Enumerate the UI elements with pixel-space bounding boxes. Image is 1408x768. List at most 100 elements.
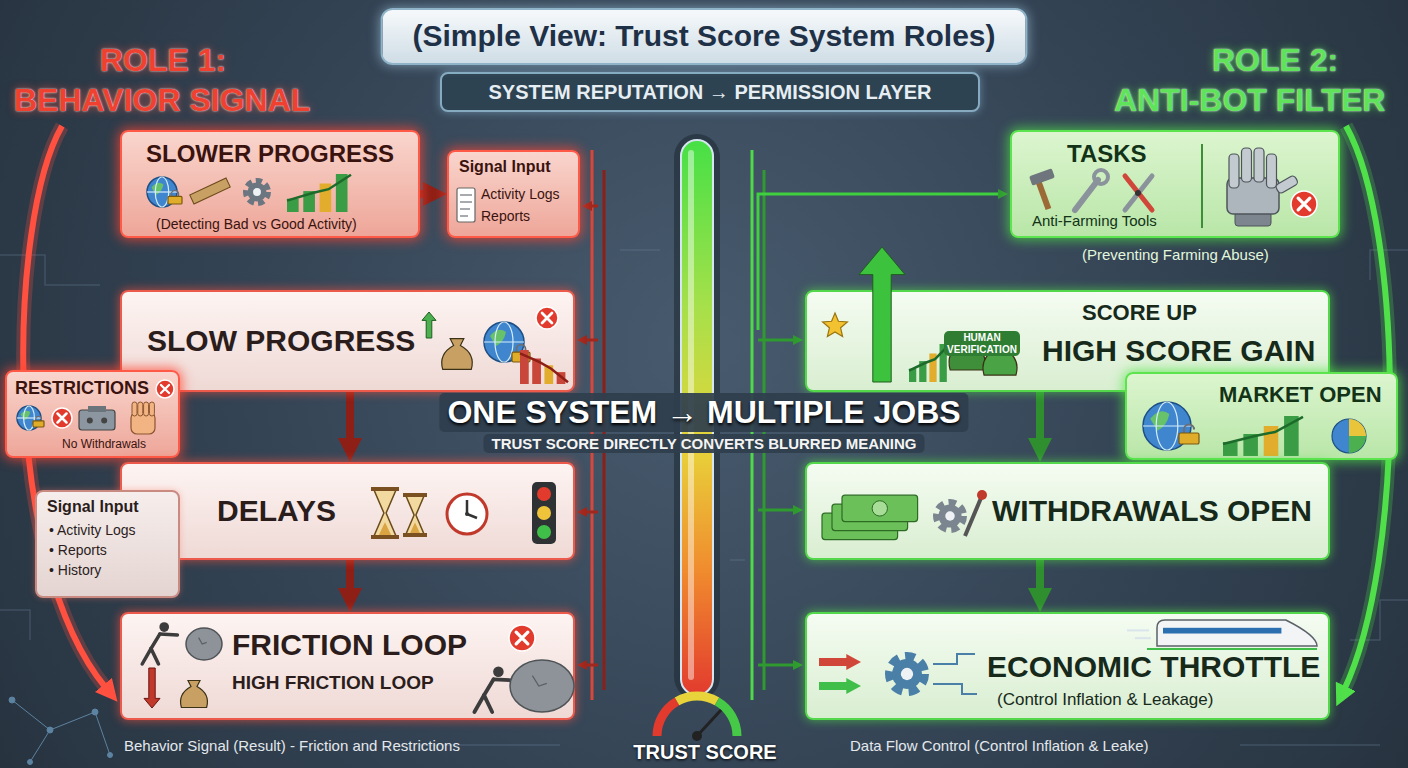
center-subtitle: TRUST SCORE DIRECTLY CONVERTS BLURRED ME… (483, 434, 924, 453)
role-box: SLOWER PROGRESS(Detecting Bad vs Good Ac… (120, 130, 420, 238)
flow-arrow (346, 392, 354, 448)
decor-path (542, 313, 552, 323)
title-box: (Simple View: Trust Score System Roles) (381, 8, 1028, 65)
decor-rect (1179, 433, 1199, 444)
role-box: TASKSAnti-Farming Tools(Preventing Farmi… (1010, 130, 1340, 238)
decor-line (160, 632, 178, 636)
box-note: (Control Inflation & Leakage) (997, 690, 1213, 710)
decor-path (442, 339, 473, 370)
decor-circle (901, 668, 913, 680)
decor-polygon (144, 668, 160, 708)
box-note: No Withdrawals (62, 438, 146, 452)
decor-line (12, 700, 50, 730)
decor-line (484, 695, 492, 712)
decor-ellipse (186, 628, 222, 660)
role-title: BEHAVIOR SIGNAL (14, 82, 310, 119)
decor-polyline (909, 345, 949, 371)
decor-rect (1275, 175, 1299, 195)
decor-circle (108, 753, 113, 758)
decor-path (587, 339, 598, 342)
decor-rect (168, 196, 182, 204)
decor-circle (692, 731, 702, 741)
decor-circle (889, 656, 925, 692)
decor-rect (79, 410, 115, 430)
decor-path (460, 195, 472, 216)
decor-line (151, 634, 160, 649)
role-title: ANTI-BOT FILTER (1114, 82, 1385, 119)
effect-box: FRICTION LOOP HIGH FRICTION LOOP (120, 612, 575, 720)
decor-path (1150, 411, 1169, 431)
decor-polygon (422, 312, 436, 338)
list-item: • History (49, 562, 101, 578)
decor-circle (465, 512, 469, 516)
decor-rect (457, 188, 475, 222)
decor-circle (159, 622, 169, 632)
decor-line (151, 649, 158, 664)
decor-polyline (520, 353, 568, 382)
decor-path (406, 496, 424, 534)
role-title: ROLE 1: (100, 42, 226, 79)
box-heading: SLOWER PROGRESS (146, 140, 394, 168)
center-banner: ONE SYSTEM → MULTIPLE JOBS (439, 393, 968, 432)
decor-line (1147, 648, 1317, 650)
decor-path (199, 638, 207, 644)
decor-circle (509, 625, 535, 651)
decor-line (1201, 144, 1203, 228)
decor-path (1349, 419, 1366, 436)
trust-gauge (657, 696, 737, 741)
decor-line (1125, 176, 1152, 210)
box-heading: HIGH SCORE GAIN (1042, 334, 1315, 369)
decor-polygon (859, 247, 905, 382)
header-text: SYSTEM REPUTATION → PERMISSION LAYER (488, 81, 931, 104)
box-heading: MARKET OPEN (1219, 382, 1382, 407)
list-item: Reports (481, 208, 530, 224)
decor-line (484, 341, 524, 342)
decor-circle (537, 525, 551, 539)
decor-circle (537, 506, 551, 520)
icon-caption: HUMAN VERIFICATION (944, 331, 1020, 356)
decor-circle (1291, 191, 1317, 217)
box-subheading: HIGH FRICTION LOOP (232, 672, 434, 694)
decor-circle (253, 188, 261, 196)
decor-path (490, 330, 506, 346)
decor-rect (1035, 180, 1051, 210)
decor-polyline (287, 175, 351, 201)
box-text: Anti-Farming Tools (1032, 212, 1157, 229)
decor-line (466, 500, 469, 514)
decor-rect (144, 402, 149, 416)
header-bar: SYSTEM REPUTATION → PERMISSION LAYER (440, 72, 980, 112)
decor-line (95, 712, 110, 755)
decor-circle (47, 727, 53, 733)
decor-line (17, 417, 41, 418)
box-heading: TASKS (1067, 140, 1147, 168)
decor-circle (28, 760, 33, 765)
box-heading: WITHDRAWALS OPEN (992, 494, 1312, 529)
decor-path (1240, 744, 1380, 746)
decor-path (152, 183, 164, 195)
decor-rect (88, 406, 106, 412)
box-heading: RESTRICTIONS (15, 378, 149, 399)
decor-path (161, 385, 169, 393)
decor-path (1349, 436, 1366, 453)
decor-circle (92, 709, 98, 715)
decor-line (965, 498, 981, 536)
decor-polygon (823, 313, 848, 337)
decor-rect (138, 402, 143, 416)
decor-path (657, 701, 677, 736)
network-dots (9, 697, 113, 765)
decor-rect (371, 487, 399, 491)
decor-path (758, 664, 793, 667)
signal-box: Signal InputActivity LogsReports (447, 150, 580, 238)
decor-line (1125, 176, 1152, 210)
decor-path (587, 511, 598, 514)
flow-arrow (1036, 392, 1044, 448)
column-caption: Behavior Signal (Result) - Friction and … (124, 737, 460, 754)
role-title: ROLE 2: (1212, 42, 1338, 79)
decor-polyline (1223, 417, 1303, 444)
decor-circle (892, 659, 922, 689)
flow-arrow (1036, 560, 1044, 598)
decor-line (1143, 425, 1191, 426)
box-heading: FRICTION LOOP (232, 628, 467, 663)
decor-rect (1163, 628, 1281, 634)
decor-path (758, 509, 793, 512)
